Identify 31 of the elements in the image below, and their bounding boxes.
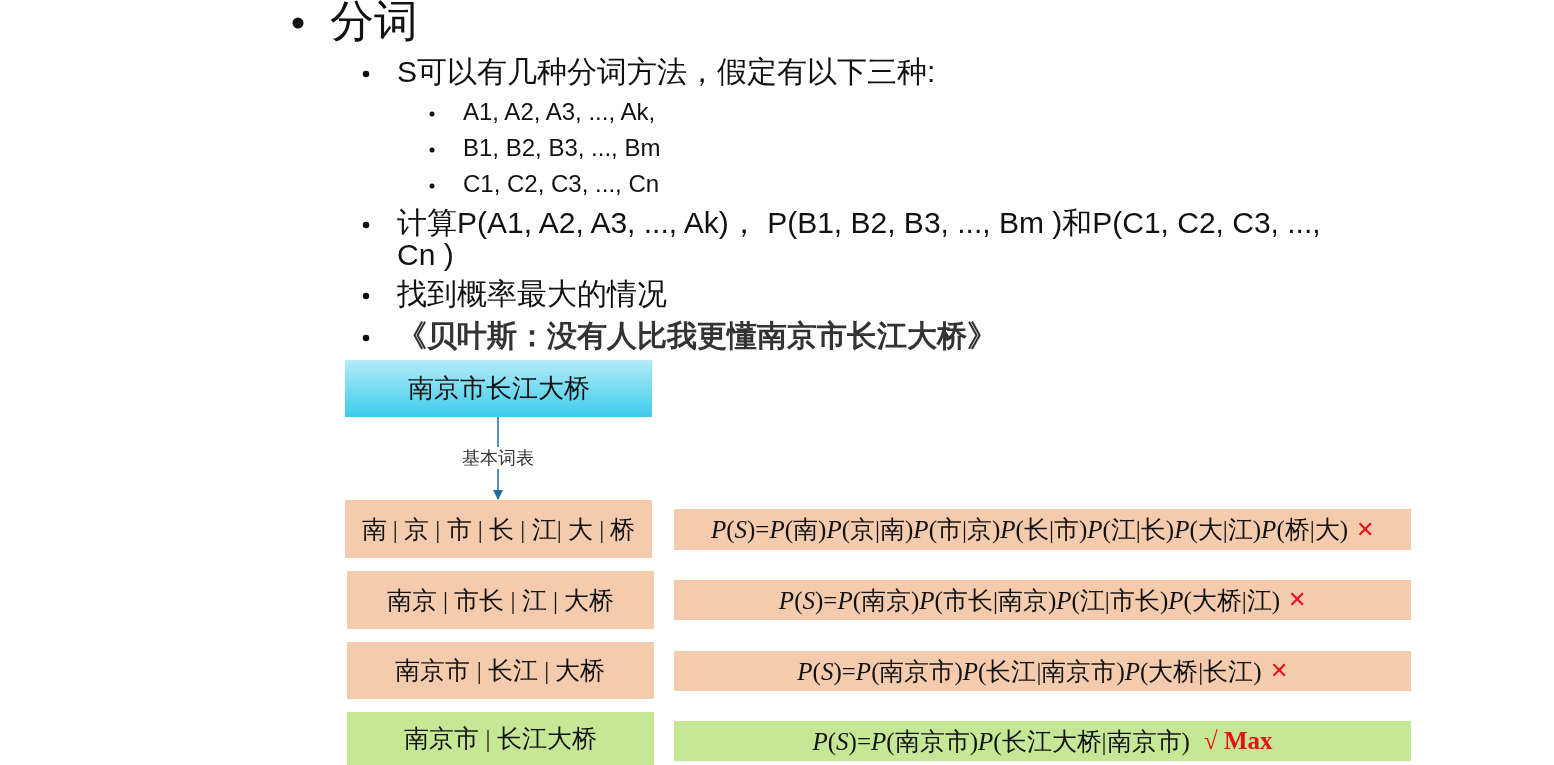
bullet-text: 计算P(A1, A2, A3, ..., Ak)， P(B1, B2, B3, ..., Bm )和P(C1, C2, C3, ..., Cn ) [397,207,1322,271]
bullet-text: S可以有几种分词方法，假定有以下三种: [397,56,937,88]
node-text: 南京市 | 长江大桥 [404,724,597,754]
cross-mark: ✕ [1356,516,1375,543]
cross-mark: ✕ [1288,587,1307,613]
bullet-text: A1, A2, A3, ..., Ak, [463,99,657,125]
segmentation-box [345,500,652,558]
node-text: 南京市 | 长江 | 大桥 [395,656,606,686]
segmentation-box [347,712,654,765]
formula-box [674,721,1411,761]
max-mark: √ Max [1203,727,1273,755]
formula-box [674,509,1411,550]
bullet-text: B1, B2, B3, ..., Bm [463,135,662,161]
segmentation-box [347,571,654,629]
node-text: 南京 | 市长 | 江 | 大桥 [386,585,615,616]
segmentation-box [347,642,654,699]
formula-box [674,580,1411,620]
bullet-text: 《贝叶斯：没有人比我更懂南京市长江大桥》 [397,320,998,352]
formula: P(S)=P(南京市)P(长江大桥|南京市) [812,726,1190,758]
node-text: 南京市长江大桥 [407,373,590,405]
formula: P(S)=P(南京)P(市长|南京)P(江|市长)P(大桥|江) [778,585,1281,617]
cross-mark: ✕ [1269,658,1288,684]
node-text: 南 | 京 | 市 | 长 | 江| 大 | 桥 [361,514,636,545]
bullet-text: 找到概率最大的情况 [397,278,668,310]
edge-label: 基本词表 [460,447,536,469]
bullet-text: C1, C2, C3, ..., Cn [463,171,661,197]
heading: 分词 [330,0,419,44]
formula: P(S)=P(南)P(京|南)P(市|京)P(长|市)P(江|长)P(大|江)P(桥|大) [710,515,1349,546]
sentence-box [345,360,652,417]
formula-box [674,651,1411,691]
formula: P(S)=P(南京市)P(长江|南京市)P(大桥|长江) [797,656,1262,688]
